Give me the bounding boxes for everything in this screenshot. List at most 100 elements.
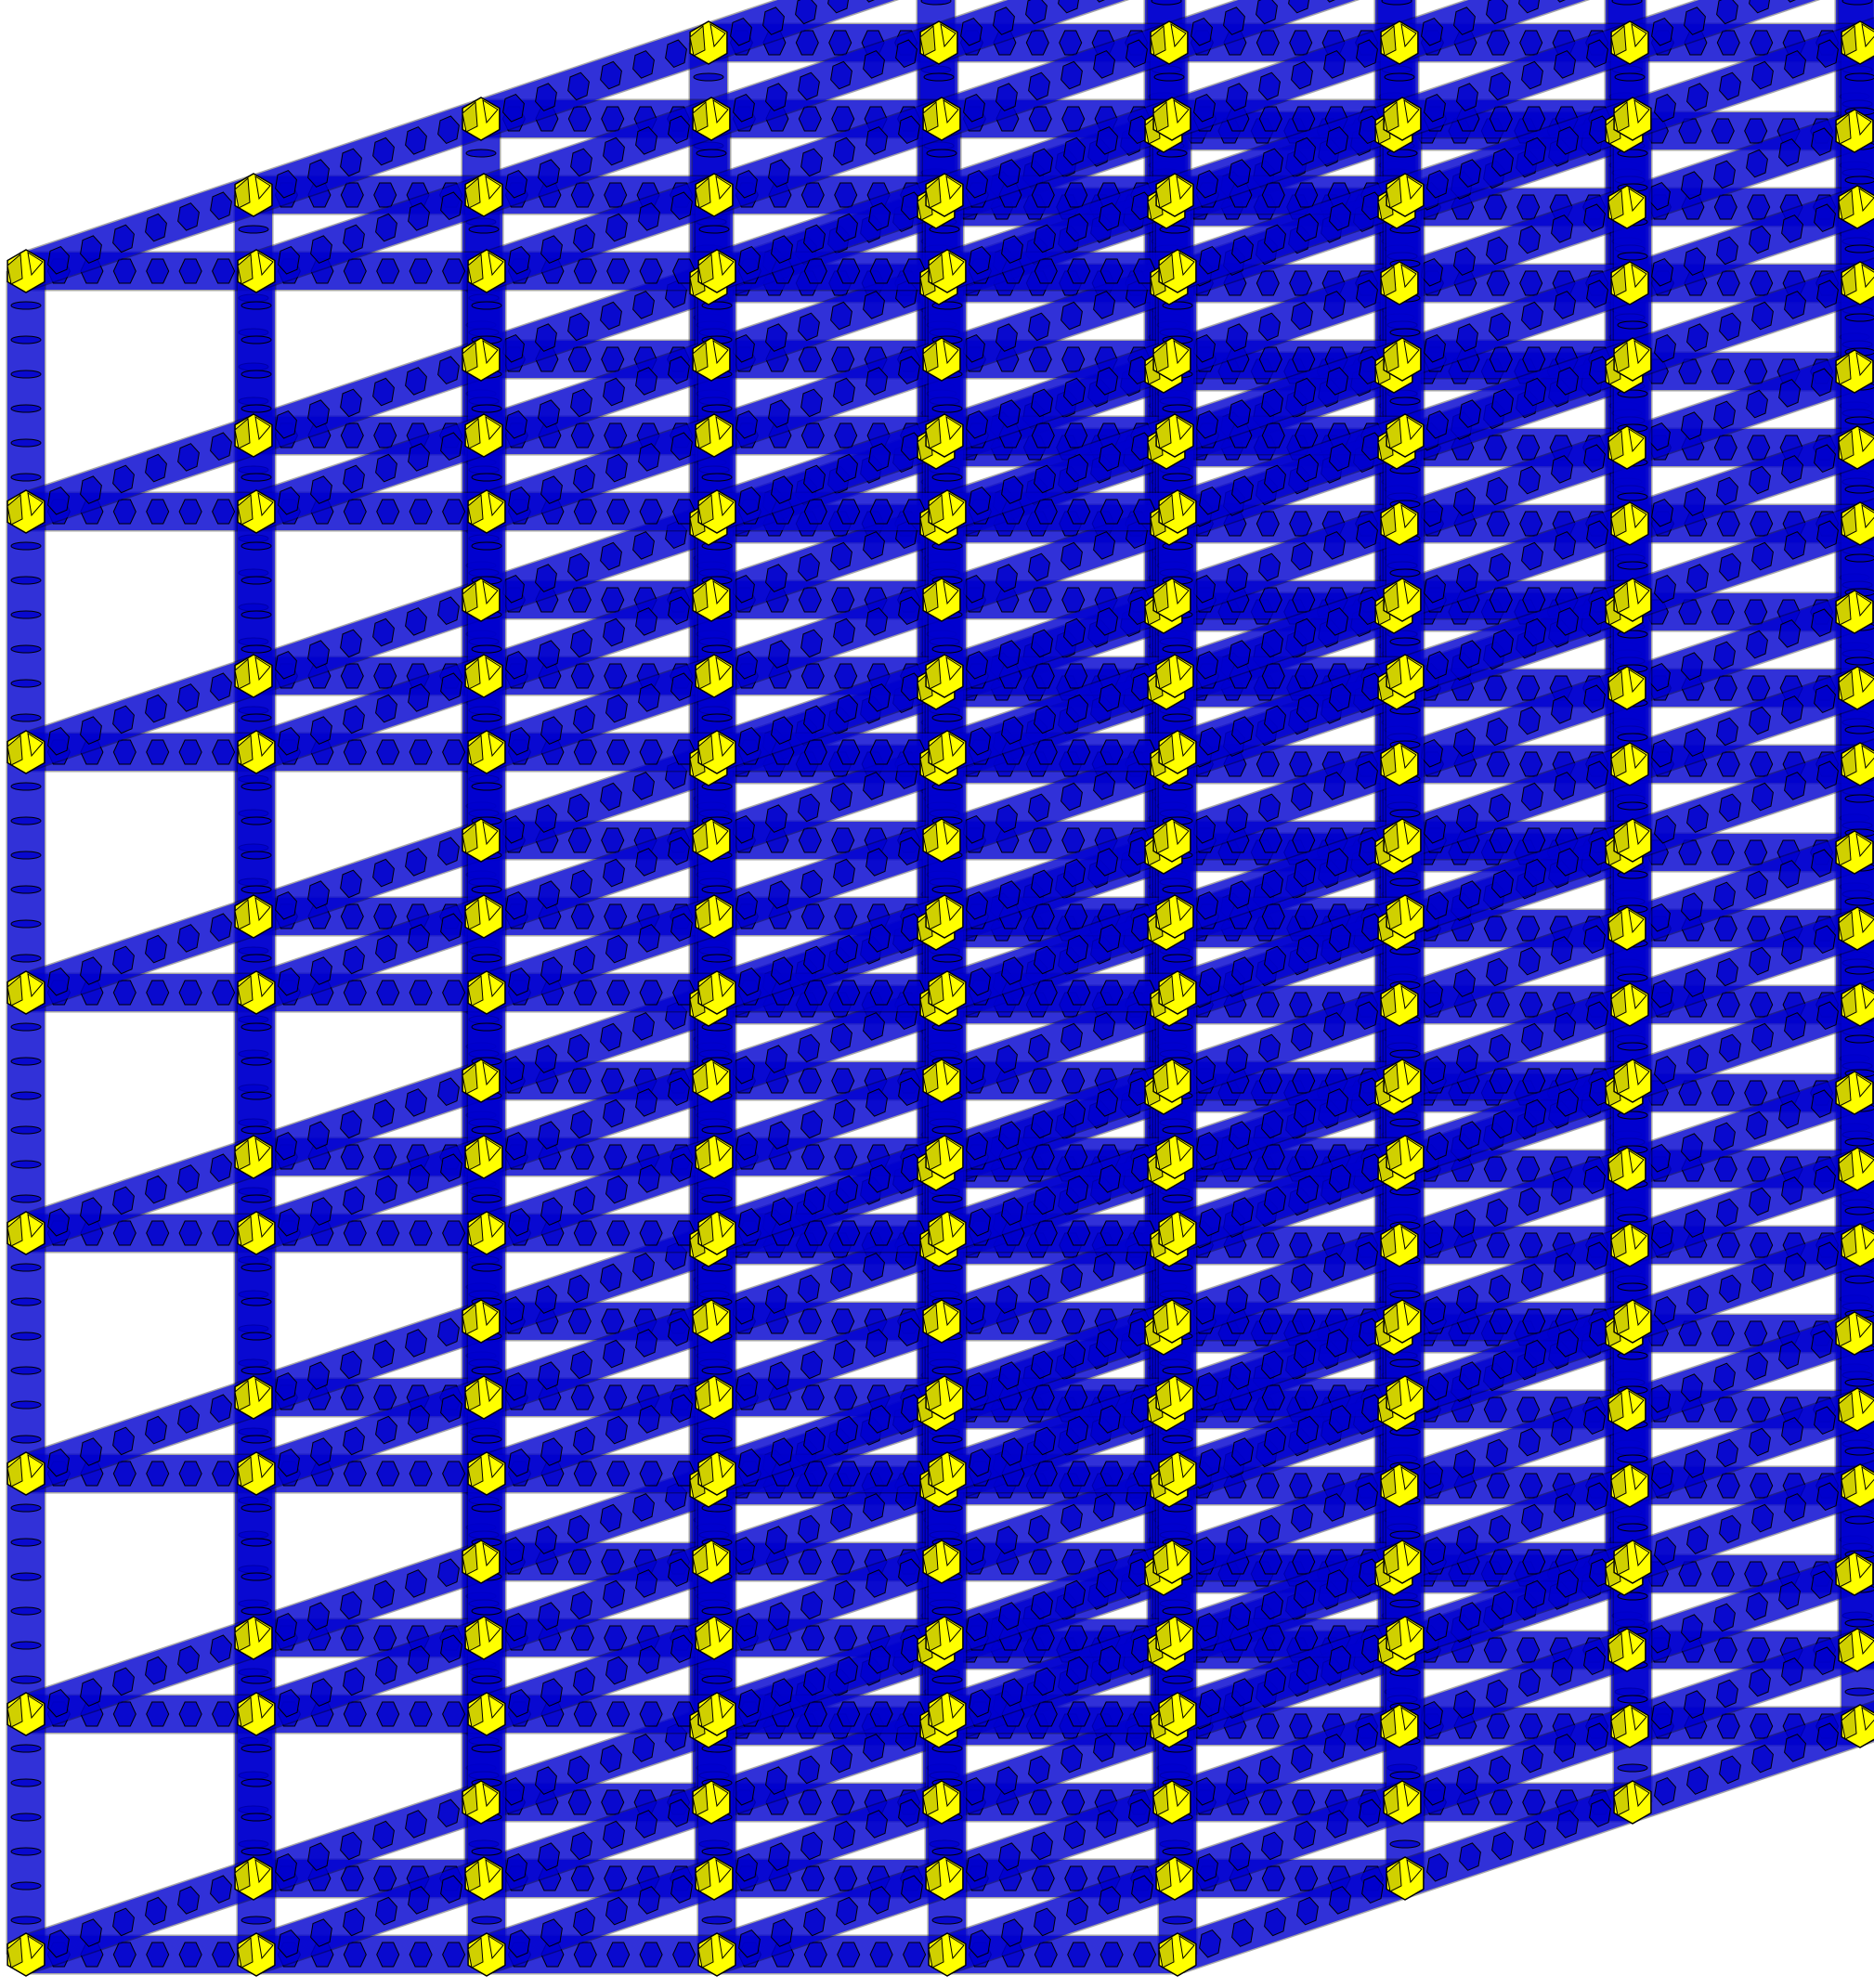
strut-bead — [1716, 270, 1740, 296]
strut-bead — [1746, 389, 1768, 419]
strut-bead — [1617, 1763, 1648, 1773]
strut-bead — [1749, 465, 1771, 495]
strut-bead — [1844, 1137, 1874, 1147]
strut-bead — [1844, 656, 1874, 666]
strut-bead — [1711, 1561, 1735, 1587]
strut-bead — [1746, 870, 1768, 900]
struts-layer — [6, 0, 1874, 1975]
strut-bead — [1711, 1080, 1735, 1106]
strut-bead — [1844, 485, 1874, 494]
strut-depth — [1623, 428, 1864, 543]
strut-bead — [1058, 0, 1079, 14]
strut-bead — [1483, 675, 1507, 701]
strut-bead — [1746, 1592, 1768, 1621]
strut-bead — [1483, 1156, 1507, 1182]
strut-bead — [1389, 637, 1421, 646]
strut-bead — [1684, 487, 1706, 516]
strut-bead — [993, 6, 1015, 35]
strut-bead — [1778, 619, 1801, 648]
strut-bead — [1844, 244, 1874, 253]
strut-bead — [1778, 138, 1801, 167]
strut-bead — [1811, 1570, 1833, 1599]
strut-bead — [1746, 1351, 1768, 1381]
strut-bead — [1781, 214, 1803, 243]
strut-bead — [1486, 751, 1510, 777]
strut-bead — [1681, 411, 1703, 440]
strut-depth — [1393, 188, 1633, 303]
strut-bead — [1617, 1282, 1648, 1292]
strut-bead — [926, 149, 957, 158]
strut-bead — [1617, 1214, 1648, 1223]
strut-bead — [1617, 1042, 1648, 1051]
strut-vertical — [1840, 283, 1874, 524]
strut-bead — [1651, 258, 1673, 287]
strut-bead — [1681, 1373, 1703, 1402]
strut-bead — [1389, 1118, 1421, 1127]
strut-bead — [1713, 435, 1737, 461]
strut-vertical — [1385, 195, 1425, 435]
strut-bead — [1811, 127, 1833, 156]
strut-bead — [465, 149, 497, 158]
strut-bead — [1518, 706, 1541, 735]
strut-bead — [1651, 499, 1673, 527]
strut-bead — [1844, 966, 1874, 975]
strut-depth — [1393, 0, 1591, 62]
strut-bead — [1327, 0, 1336, 3]
strut-bead — [1486, 476, 1508, 506]
strut-bead — [1749, 225, 1771, 254]
strut-bead — [1844, 1206, 1874, 1215]
strut-vertical — [1612, 1321, 1653, 1562]
strut-bead — [1811, 608, 1833, 637]
strut-bead — [1389, 877, 1421, 887]
strut-bead — [1713, 1603, 1736, 1632]
strut-bead — [1617, 1523, 1648, 1532]
strut-bead — [1557, 0, 1567, 3]
strut-bead — [960, 18, 983, 46]
strut-bead — [1256, 0, 1278, 25]
strut-bead — [795, 0, 817, 25]
strut-vertical — [1612, 119, 1653, 359]
strut-bead — [1713, 881, 1736, 911]
strut-bead — [1678, 1561, 1702, 1587]
strut-bead — [1678, 839, 1702, 865]
strut-bead — [1713, 1362, 1736, 1392]
strut-bead — [1713, 1122, 1736, 1151]
strut-bead — [1844, 897, 1874, 906]
strut-bead — [1617, 1454, 1648, 1463]
strut-depth — [1620, 111, 1861, 227]
strut-bead — [696, 149, 727, 158]
strut-bead — [1256, 270, 1280, 296]
strut-bead — [1678, 599, 1702, 625]
strut-vertical — [1840, 1005, 1874, 1245]
strut-bead — [1711, 358, 1735, 384]
strut-bead — [1453, 728, 1476, 757]
strut-bead — [1421, 18, 1443, 46]
strut-bead — [1097, 0, 1106, 3]
strut-depth — [702, 0, 900, 62]
strut-bead — [1778, 1341, 1801, 1370]
strut-bead — [1617, 1695, 1648, 1704]
strut-vertical — [1612, 600, 1653, 840]
strut-vertical — [1612, 359, 1653, 600]
strut-bead — [1191, 18, 1213, 46]
strut-bead — [1151, 0, 1182, 6]
strut-bead — [1778, 1581, 1801, 1610]
strut-bead — [1681, 892, 1703, 921]
strut-bead — [1711, 839, 1735, 865]
strut-bead — [1486, 30, 1510, 56]
strut-bead — [1223, 6, 1245, 35]
strut-bead — [795, 30, 819, 56]
strut-bead — [1844, 794, 1874, 803]
strut-bead — [866, 0, 876, 3]
strut-bead — [1781, 455, 1803, 484]
strut-bead — [1617, 561, 1648, 570]
strut-bead — [1025, 30, 1049, 56]
strut-bead — [1453, 247, 1476, 276]
strut-bead — [693, 72, 724, 82]
strut-bead — [1811, 1089, 1833, 1118]
strut-bead — [1389, 809, 1421, 818]
strut-bead — [1746, 1111, 1768, 1140]
strut-bead — [1841, 0, 1873, 6]
strut-bead — [1389, 1049, 1421, 1059]
strut-bead — [730, 18, 752, 46]
